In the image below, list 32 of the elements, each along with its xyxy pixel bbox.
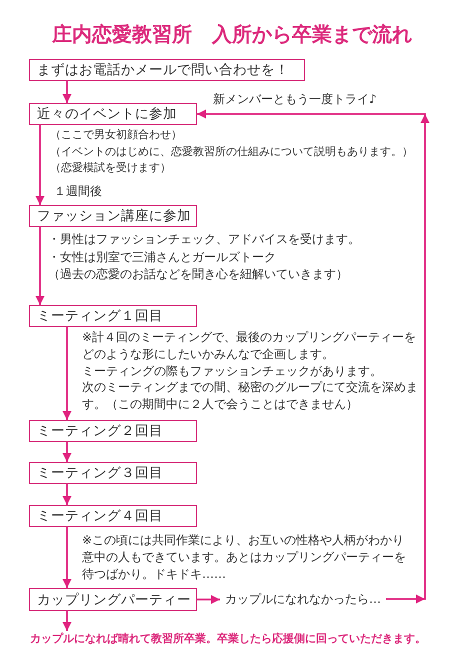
result-text: カップルになれば晴れて教習所卒業。卒業したら応援側に回っていただきます。: [30, 631, 426, 647]
process-box: ミーティング３回目: [29, 462, 197, 484]
process-box: ファッション講座に参加: [29, 205, 197, 227]
note-text: 次のミーティングまでの間、秘密のグループにて交流を深めます。（この期間中に２人で会うことはできません）: [82, 379, 418, 413]
process-box: ミーティング１回目: [29, 305, 197, 327]
note-text: ・女性は別室で三浦さんとガールズトーク: [48, 248, 276, 266]
arrow: [62, 527, 72, 588]
note-text: ミーティングの際もファッションチェックがあります。: [82, 362, 382, 380]
arrow: [62, 81, 72, 103]
note-text: ※計４回のミーティングで、最後のカップリングパーティーをどのような形にしたいかみんなで企画します。: [82, 329, 418, 363]
process-box: ミーティング２回目: [29, 420, 197, 442]
process-box: 近々のイベントに参加: [29, 103, 197, 125]
process-box: まずはお電話かメールで問い合わせを！: [29, 59, 305, 81]
arrow: [197, 595, 220, 604]
process-box: ミーティング４回目: [29, 505, 197, 527]
process-box: カップリングパーティー: [29, 588, 197, 611]
arrow: [36, 227, 44, 305]
edge-label: 新メンバーともう一度トライ♪: [213, 92, 377, 107]
arrow: [62, 442, 72, 462]
diagram-title: 庄内恋愛教習所 入所から卒業まで流れ: [52, 21, 412, 48]
note-text: （イベントのはじめに、恋愛教習所の仕組みについて説明もあります。）: [50, 144, 413, 160]
note-text: ※この頃には共同作業により、お互いの性格や人柄がわかり意中の人もできています。あとはカップリングパーティーを待つばかり。ドキドキ……: [82, 532, 407, 583]
note-text: （ここで男女初顔合わせ）: [50, 127, 182, 143]
arrow: [62, 611, 72, 631]
arrow: [62, 484, 72, 505]
note-text: ・男性はファッションチェック、アドバイスを受けます。: [48, 231, 360, 248]
edge-label: １週間後: [54, 184, 102, 199]
arrow: [62, 327, 72, 420]
arrow: [197, 110, 426, 600]
note-text: （過去の恋愛のお話などを聞き心を紐解いていきます）: [48, 266, 348, 283]
arrow: [36, 125, 44, 205]
note-text: （恋愛模試を受けます）: [50, 160, 171, 176]
